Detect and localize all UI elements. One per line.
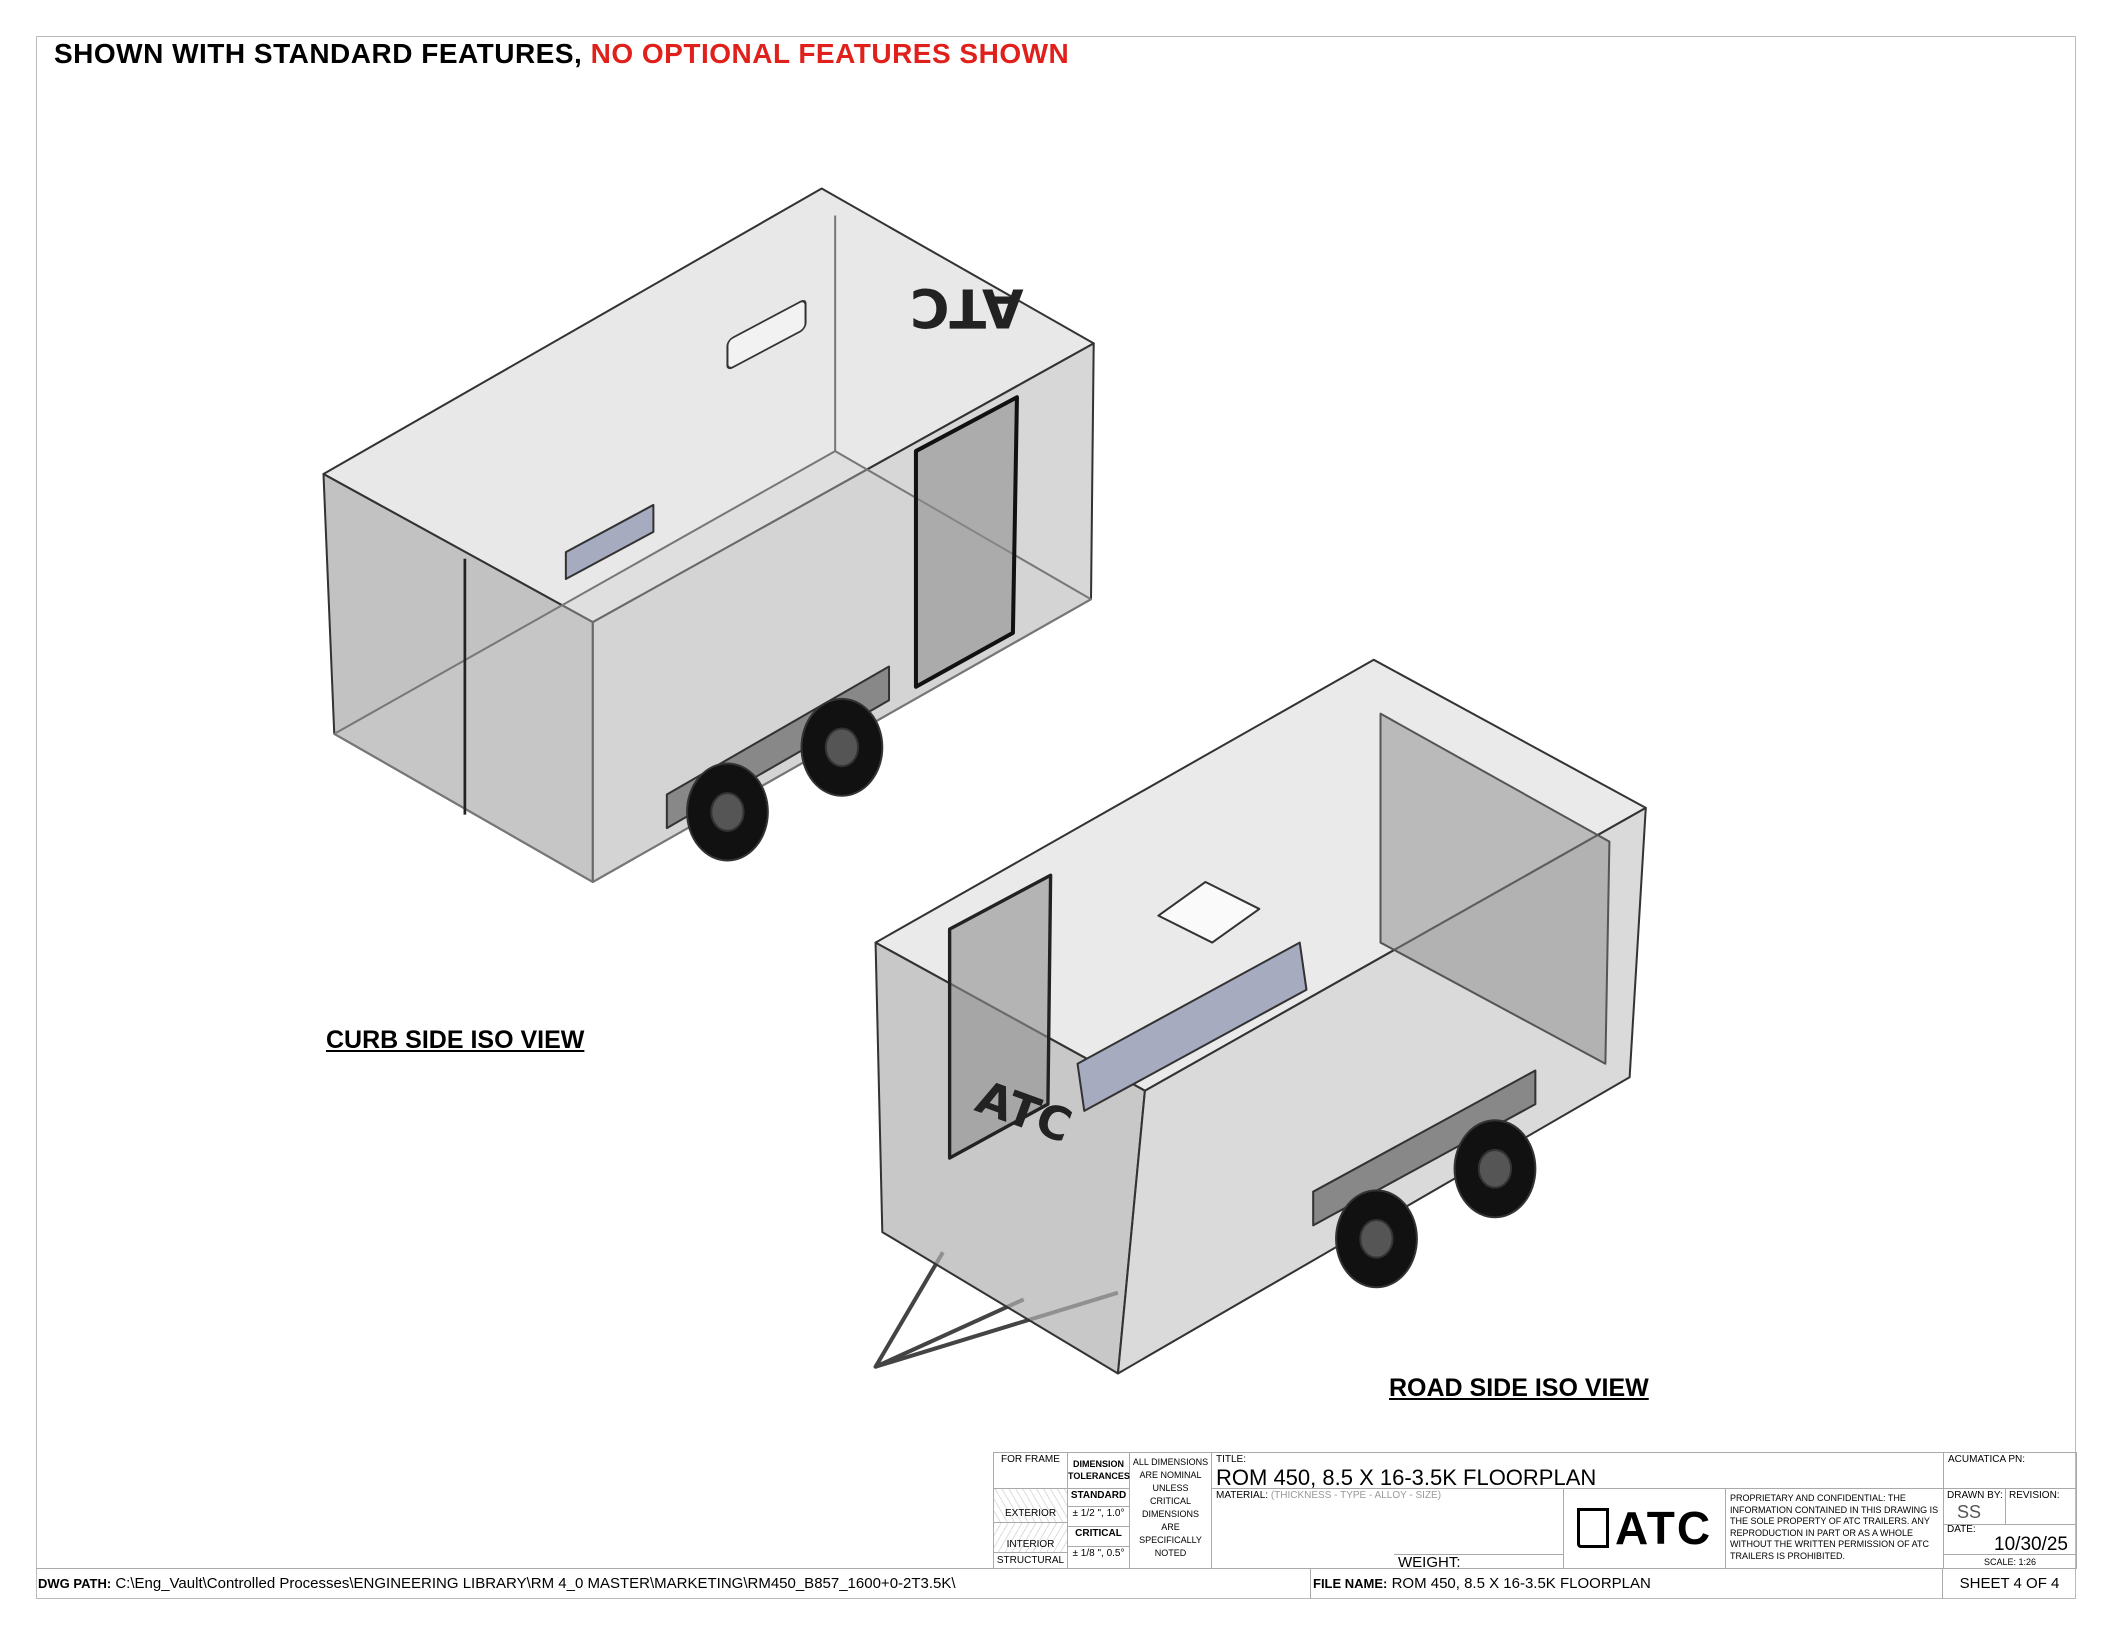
title-label: TITLE: — [1216, 1454, 1247, 1465]
dwg-path-label: DWG PATH: — [38, 1576, 112, 1591]
curb-wall-logo: ATC — [910, 277, 1024, 340]
dwg-path-value: C:\Eng_Vault\Controlled Processes\ENGINE… — [115, 1575, 956, 1592]
interior-label: INTERIOR — [994, 1523, 1068, 1553]
date-cell: DATE: 10/30/25 — [1944, 1525, 2077, 1555]
nominal-dimensions-note: ALL DIMENSIONS ARE NOMINAL UNLESS CRITIC… — [1130, 1453, 1212, 1569]
curb-floor — [333, 450, 1093, 883]
road-rear-doors — [1379, 712, 1611, 1065]
for-frame-label: FOR FRAME — [994, 1453, 1068, 1489]
atc-logo: ATC — [1564, 1489, 1726, 1569]
material-cell: MATERIAL: (THICKNESS - TYPE - ALLOY - SI… — [1212, 1489, 1564, 1554]
dimension-tolerances-label: DIMENSION TOLERANCES — [1068, 1453, 1130, 1489]
curb-hub-front — [710, 792, 745, 832]
road-hub-front — [1359, 1218, 1394, 1259]
title-block: FOR FRAME EXTERIOR INTERIOR STRUCTURAL D… — [993, 1452, 2077, 1570]
optional-features-text: NO OPTIONAL FEATURES SHOWN — [590, 38, 1070, 69]
dwg-path: DWG PATH: C:\Eng_Vault\Controlled Proces… — [36, 1568, 1311, 1599]
atc-shield-icon — [1576, 1507, 1609, 1548]
structural-label: STRUCTURAL — [994, 1553, 1068, 1569]
revision-label: REVISION: — [2006, 1489, 2077, 1525]
exterior-label: EXTERIOR — [994, 1489, 1068, 1523]
road-cabinet — [1076, 941, 1308, 1112]
curb-side-door — [913, 395, 1019, 689]
weight-label: WEIGHT: — [1394, 1554, 1564, 1570]
title-cell: TITLE: ROM 450, 8.5 X 16-3.5K FLOORPLAN — [1212, 1453, 1944, 1489]
curb-side-trailer: ATC — [322, 187, 1095, 883]
drawing-title: ROM 450, 8.5 X 16-3.5K FLOORPLAN — [1216, 1465, 1597, 1490]
features-note: SHOWN WITH STANDARD FEATURES, NO OPTIONA… — [54, 38, 1069, 70]
drawing-border — [36, 36, 2076, 1599]
curb-cabinet — [564, 503, 655, 581]
proprietary-notice: PROPRIETARY AND CONFIDENTIAL: THE INFORM… — [1726, 1489, 1944, 1569]
drawn-by-label: DRAWN BY: — [1947, 1490, 2003, 1501]
curb-roof-vent — [726, 299, 807, 370]
drawn-by-cell: DRAWN BY: SS — [1944, 1489, 2006, 1525]
standard-tolerance: ± 1/2 ", 1.0° — [1068, 1507, 1130, 1527]
atc-logo-text: ATC — [1614, 1502, 1713, 1554]
road-side-trailer: ATC — [873, 658, 1647, 1375]
road-fender — [1312, 1069, 1537, 1227]
scale-value: SCALE: 1:26 — [1944, 1555, 2077, 1569]
file-name-value: ROM 450, 8.5 X 16-3.5K FLOORPLAN — [1391, 1575, 1651, 1592]
sheet-number: SHEET 4 OF 4 — [1943, 1568, 2076, 1599]
road-hub-rear — [1477, 1148, 1513, 1189]
road-side-door — [947, 873, 1053, 1160]
critical-label: CRITICAL — [1068, 1527, 1130, 1547]
file-name: FILE NAME: ROM 450, 8.5 X 16-3.5K FLOORP… — [1311, 1568, 1943, 1599]
curb-hub-rear — [824, 727, 860, 768]
road-roof-vent — [1157, 880, 1261, 944]
file-name-label: FILE NAME: — [1313, 1576, 1388, 1591]
road-side-view-label: ROAD SIDE ISO VIEW — [1389, 1374, 1649, 1402]
standard-label: STANDARD — [1068, 1489, 1130, 1507]
standard-features-text: SHOWN WITH STANDARD FEATURES, — [54, 38, 583, 69]
date-value: 10/30/25 — [1994, 1534, 2068, 1555]
acumatica-pn-label: ACUMATICA PN: — [1944, 1453, 2077, 1489]
critical-tolerance: ± 1/8 ", 0.5° — [1068, 1547, 1130, 1569]
curb-side-view-label: CURB SIDE ISO VIEW — [326, 1026, 585, 1054]
drawn-by-value: SS — [1957, 1502, 1982, 1522]
material-value: (THICKNESS - TYPE - ALLOY - SIZE) — [1270, 1490, 1442, 1501]
date-label: DATE: — [1947, 1524, 1976, 1535]
material-label: MATERIAL: — [1216, 1490, 1269, 1501]
